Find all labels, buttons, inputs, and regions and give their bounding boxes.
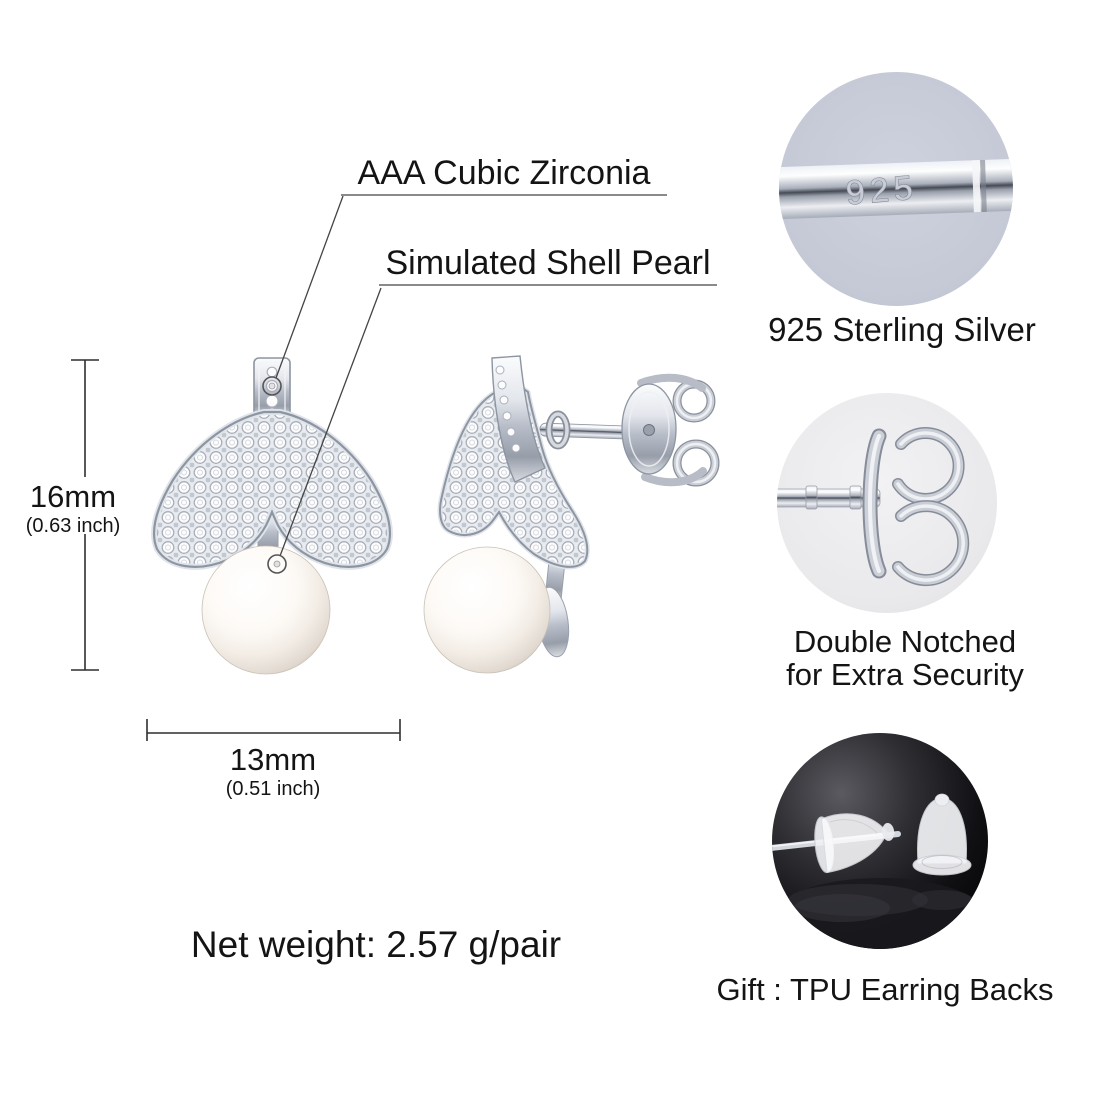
- post-notch-2: [849, 485, 862, 510]
- width-dimension-mm: 13mm: [229, 742, 317, 777]
- width-dimension: 13mm (0.51 inch): [183, 742, 363, 800]
- height-dimension-inch: (0.63 inch): [25, 514, 121, 537]
- detail-circle-tpu-photo: [772, 733, 988, 949]
- earring-side-image: [423, 355, 720, 674]
- engraving-925-text: 925: [844, 168, 919, 212]
- sterling-silver-caption: 925 Sterling Silver: [768, 311, 1036, 348]
- double-notched-caption-line2: for Extra Security: [786, 657, 1024, 692]
- height-dimension-mm: 16mm: [29, 479, 117, 514]
- earring-front-tail: [151, 409, 393, 570]
- height-dimension: 16mm (0.63 inch): [12, 479, 134, 537]
- post-notch-1: [805, 485, 818, 510]
- tpu-back-left: [814, 813, 895, 874]
- earring-side-pearl: [423, 546, 551, 674]
- callout-leader-lines: [262, 195, 382, 574]
- net-weight-label: Net weight: 2.57 g/pair: [190, 924, 562, 965]
- earring-side-clutch: [621, 373, 720, 487]
- callout-shell-pearl: Simulated Shell Pearl: [379, 242, 717, 286]
- earring-front-pearl: [201, 545, 331, 675]
- detail-circle-clutch-photo: [777, 393, 997, 613]
- double-notched-caption: Double Notched for Extra Security: [738, 625, 1072, 691]
- gift-tpu-caption: Gift : TPU Earring Backs: [716, 972, 1054, 1007]
- post-notch: [972, 160, 981, 213]
- tpu-reflection-left: [794, 894, 890, 922]
- double-notched-caption-line1: Double Notched: [793, 624, 1017, 659]
- dimension-lines: [71, 359, 401, 741]
- tpu-back-right: [912, 793, 972, 876]
- width-dimension-inch: (0.51 inch): [225, 777, 321, 800]
- detail-circle-silver-photo: 925: [779, 72, 1013, 306]
- callout-cubic-zirconia: AAA Cubic Zirconia: [341, 152, 667, 196]
- earring-front-image: [151, 357, 393, 675]
- tpu-reflection-right: [912, 890, 972, 910]
